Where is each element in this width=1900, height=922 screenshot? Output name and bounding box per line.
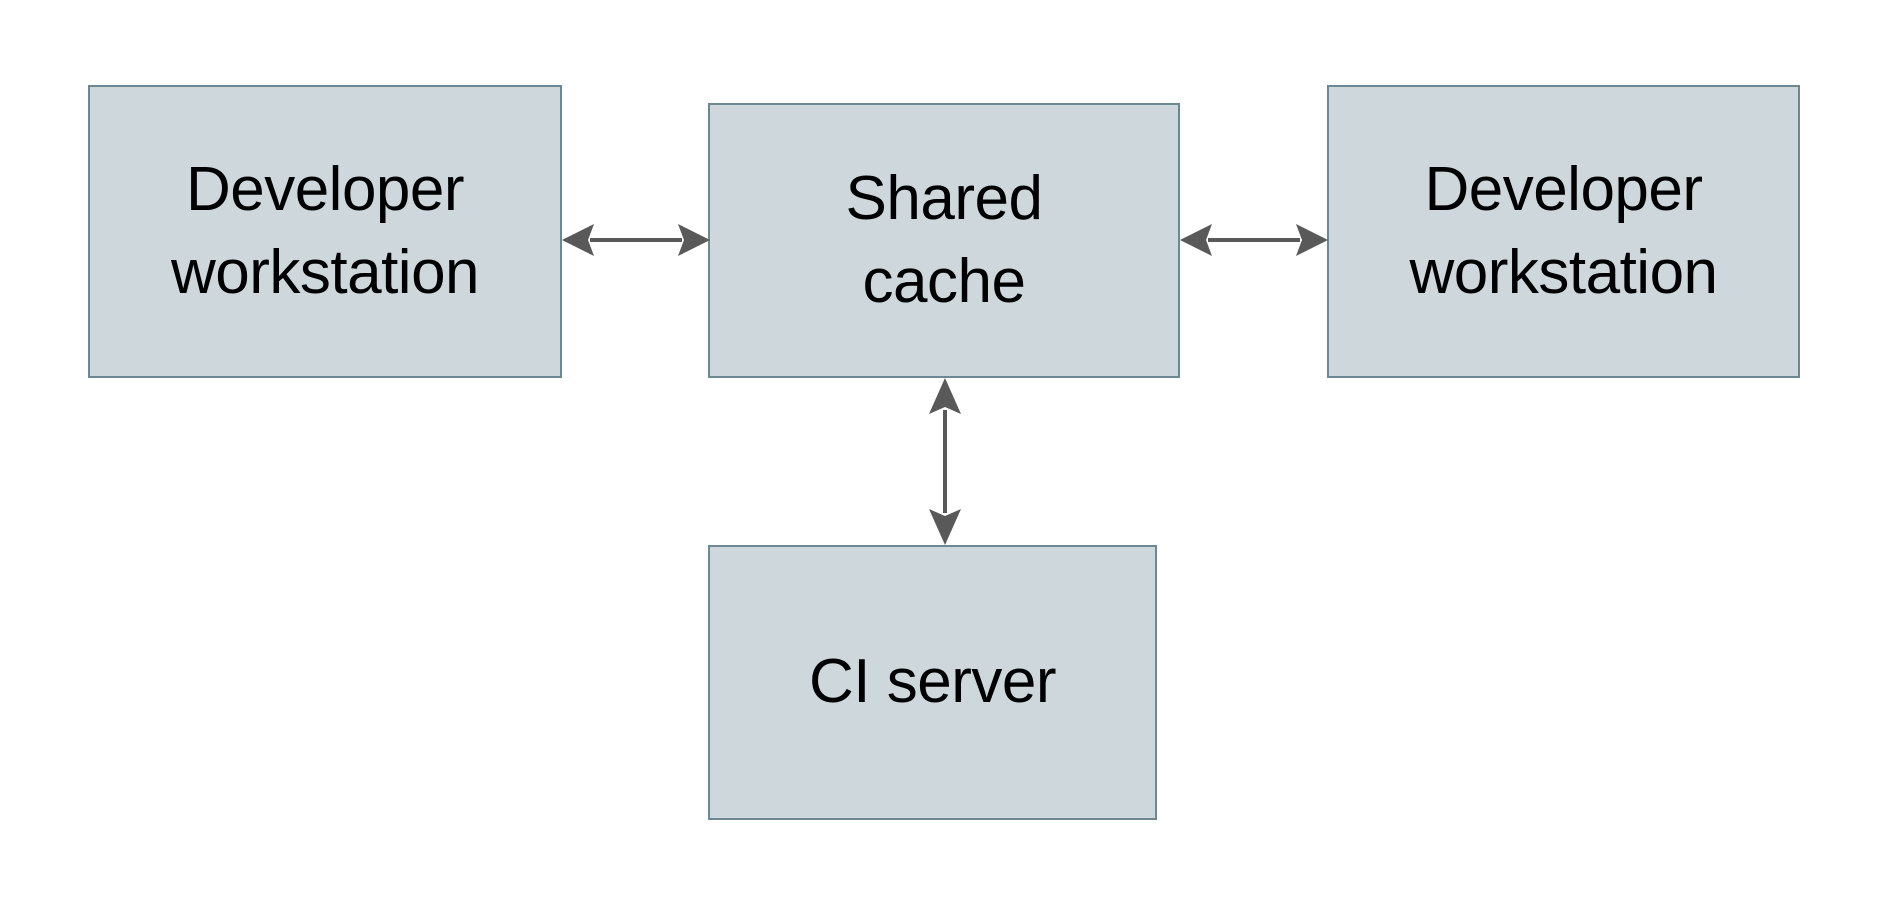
node-label: CI server <box>809 647 1056 717</box>
node-label: Developer workstation <box>170 155 480 307</box>
edge-dev-left-to-shared-cache[interactable] <box>560 208 712 272</box>
node-label: Developer workstation <box>1409 155 1718 307</box>
double-arrow-icon <box>1180 224 1328 256</box>
node-ci-server[interactable]: CI server <box>708 545 1157 820</box>
node-developer-workstation-left[interactable]: Developer workstation <box>88 85 562 378</box>
double-arrow-icon <box>929 378 961 545</box>
double-arrow-icon <box>562 224 710 256</box>
edge-shared-cache-to-ci-server[interactable] <box>913 376 977 547</box>
node-developer-workstation-right[interactable]: Developer workstation <box>1327 85 1800 378</box>
edge-shared-cache-to-dev-right[interactable] <box>1178 208 1330 272</box>
node-shared-cache[interactable]: Shared cache <box>708 103 1180 378</box>
node-label: Shared cache <box>845 164 1043 316</box>
